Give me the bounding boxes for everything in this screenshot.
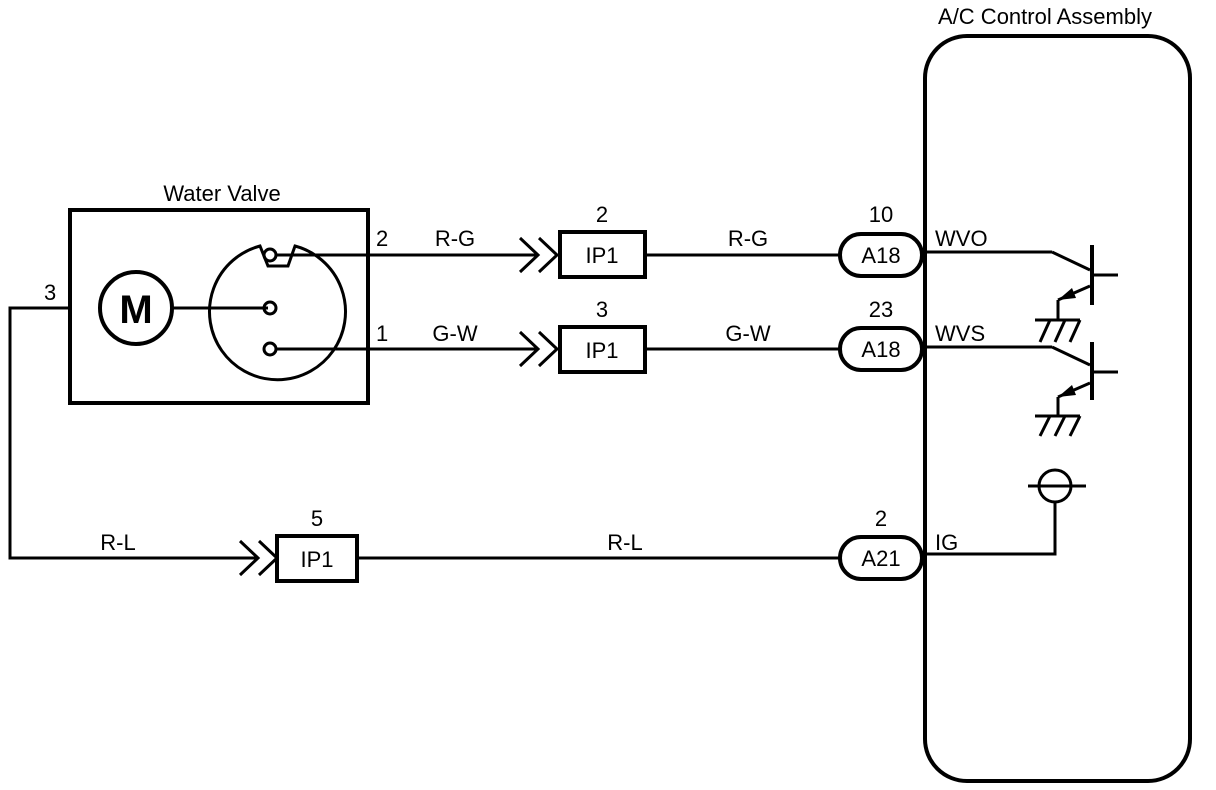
- terminal-wvo: WVO: [935, 226, 988, 251]
- valve-pin-1: 1: [376, 321, 388, 346]
- valve-pin-2: 2: [376, 226, 388, 251]
- chevron-icon-rg-2: [537, 236, 560, 274]
- wire-label-gw-right: G-W: [725, 321, 770, 346]
- terminal-wvs: WVS: [935, 321, 985, 346]
- connector-ip1-top-name: IP1: [585, 243, 618, 268]
- ig-supply-icon: [922, 468, 1086, 556]
- transistor-icon-wvs: [922, 342, 1118, 437]
- connector-a18-top: [838, 232, 924, 278]
- wire-rl-left: [8, 306, 258, 560]
- wire-label-gw-left: G-W: [432, 321, 477, 346]
- chevron-icon-gw-2: [537, 330, 560, 368]
- valve-contact-bot: [262, 341, 278, 357]
- valve-contact-mid: [262, 300, 278, 316]
- connector-a21-bot: [838, 535, 924, 581]
- connector-a18-mid: [838, 326, 924, 372]
- ac-control-body: [923, 34, 1192, 783]
- connector-a18-top-pin: 10: [869, 202, 893, 227]
- valve-contact-top: [262, 247, 278, 263]
- connector-ip1-bot: [275, 534, 359, 583]
- valve-switch-icon: [208, 244, 347, 382]
- water-valve-title: Water Valve: [163, 181, 280, 206]
- connector-a18-mid-name: A18: [861, 337, 900, 362]
- chevron-icon-rg-1: [518, 236, 541, 274]
- connector-a21-bot-name: A21: [861, 546, 900, 571]
- connector-ip1-bot-pin: 5: [311, 506, 323, 531]
- connector-a18-mid-pin: 23: [869, 297, 893, 322]
- chevron-icon-gw-1: [518, 330, 541, 368]
- terminal-ig: IG: [935, 530, 958, 555]
- connector-a21-bot-pin: 2: [875, 506, 887, 531]
- wire-label-rg-left: R-G: [435, 226, 475, 251]
- ac-control-title: A/C Control Assembly: [938, 4, 1152, 29]
- motor-label: M: [119, 288, 152, 332]
- wire-label-rl-left: R-L: [100, 530, 135, 555]
- chevron-icon-rl-1: [238, 539, 261, 577]
- connector-ip1-top-pin: 2: [596, 202, 608, 227]
- wire-label-rg-right: R-G: [728, 226, 768, 251]
- connector-ip1-bot-name: IP1: [300, 547, 333, 572]
- chevron-icon-rl-2: [257, 539, 280, 577]
- wire-label-rl-right: R-L: [607, 530, 642, 555]
- connector-ip1-mid-pin: 3: [596, 297, 608, 322]
- valve-pin-3: 3: [44, 280, 56, 305]
- connector-a18-top-name: A18: [861, 243, 900, 268]
- transistor-icon-wvo: [922, 245, 1118, 343]
- connector-ip1-mid-name: IP1: [585, 338, 618, 363]
